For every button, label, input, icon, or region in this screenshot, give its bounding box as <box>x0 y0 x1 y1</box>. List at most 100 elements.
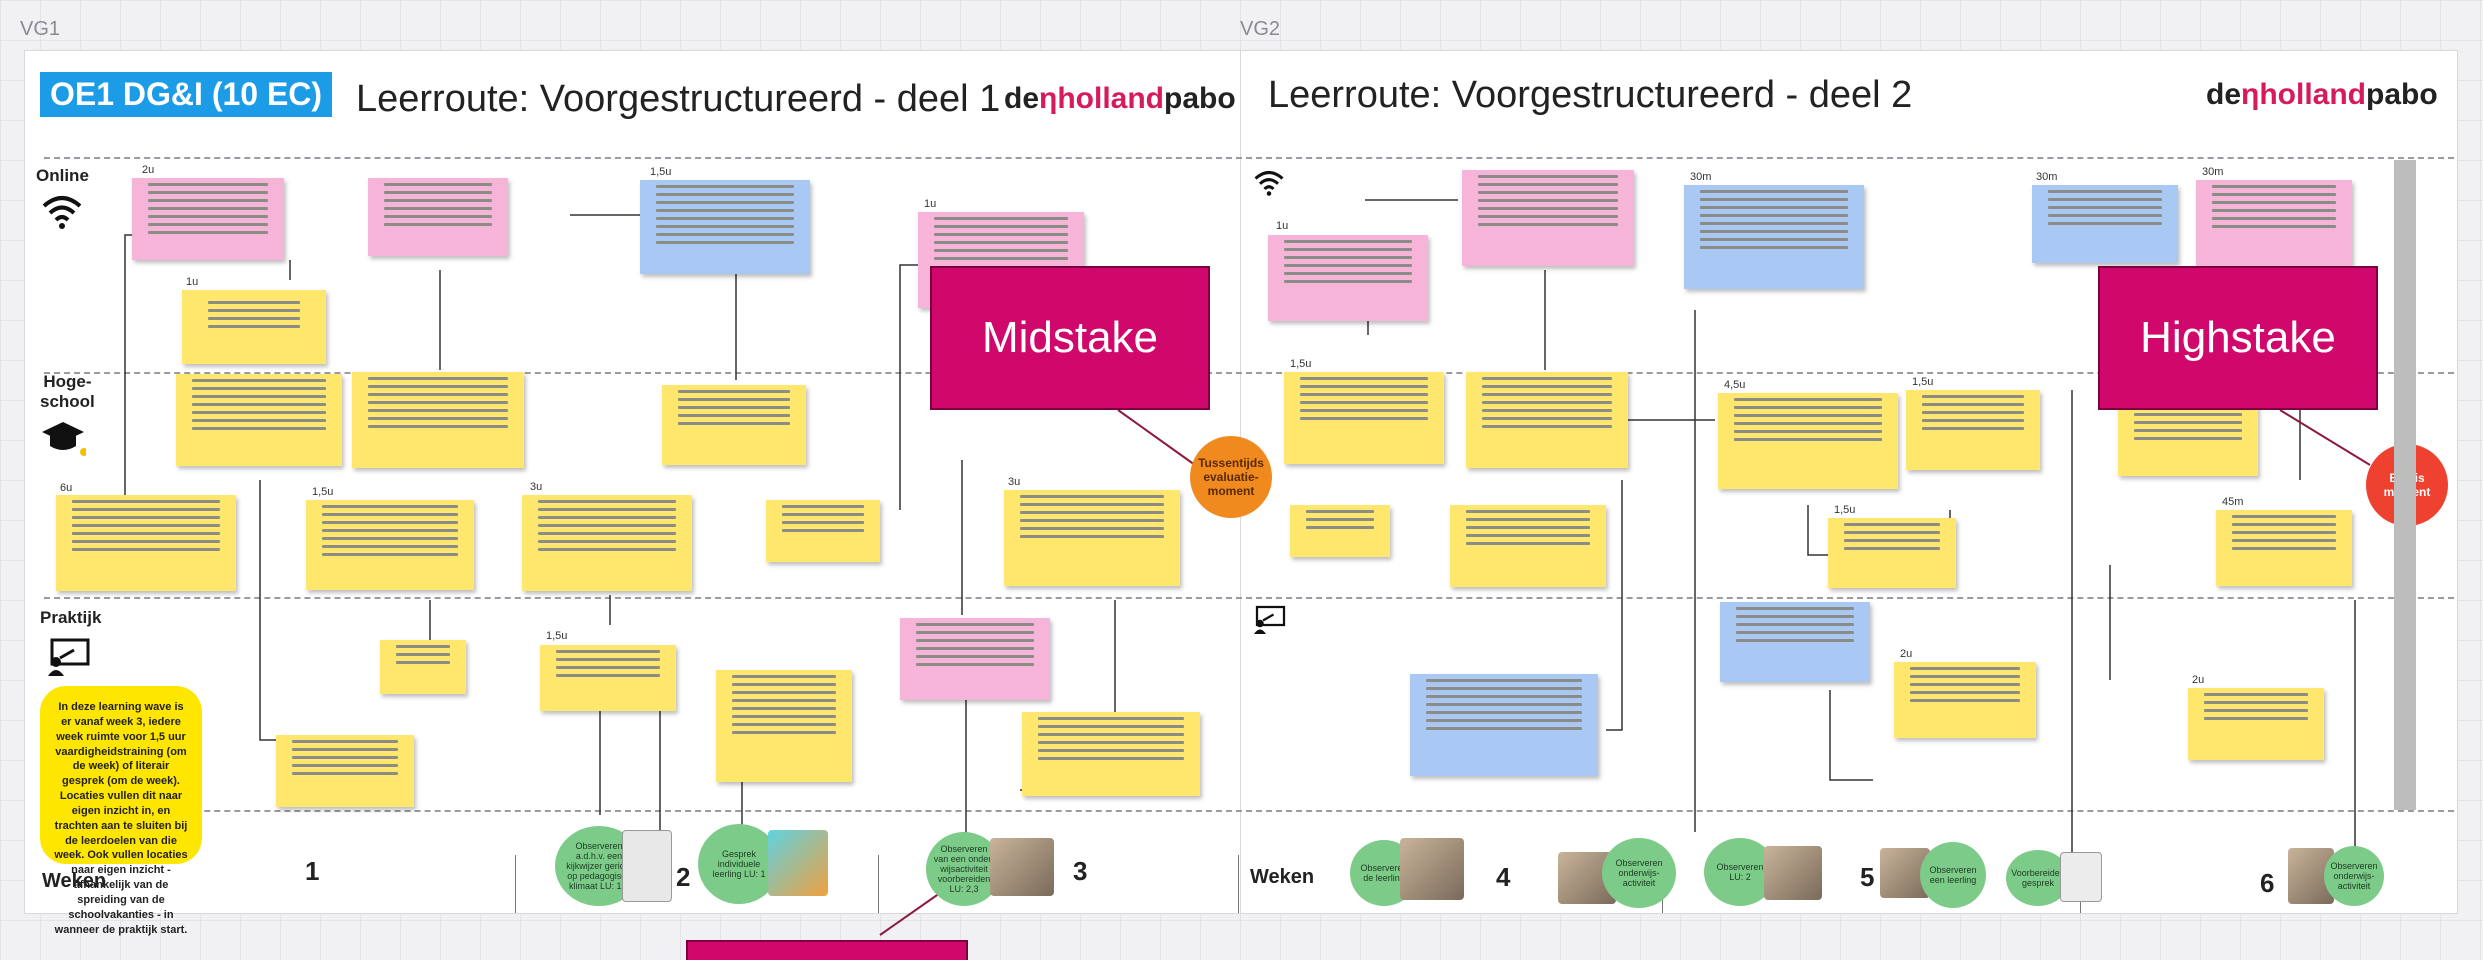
info-note-learning-wave[interactable]: In deze learning wave is er vanaf week 3… <box>40 686 202 936</box>
week-separator <box>515 855 516 913</box>
duration-label: 30m <box>1690 171 1712 183</box>
highstake-banner[interactable]: Highstake <box>2098 266 2378 410</box>
activity-photo <box>768 830 828 896</box>
week-separator <box>1238 855 1239 913</box>
sticky-note[interactable] <box>56 495 236 591</box>
duration-label: 45m <box>2222 496 2244 508</box>
duration-label: 3u <box>1008 476 1021 488</box>
duration-label: 30m <box>2036 171 2058 183</box>
frame-label-vg1: VG1 <box>20 18 61 40</box>
duration-label: 1u <box>1276 220 1289 232</box>
activity-photo <box>1400 838 1464 900</box>
page-title-deel-2: Leerroute: Voorgestructureerd - deel 2 <box>1268 74 1913 116</box>
sticky-note[interactable] <box>1410 674 1598 776</box>
scrollbar[interactable] <box>2394 160 2416 810</box>
wifi-icon <box>40 192 84 236</box>
sticky-note[interactable] <box>1828 518 1956 588</box>
stake-banner-partial <box>686 940 968 960</box>
course-tag: OE1 DG&I (10 EC) <box>40 72 333 117</box>
sticky-note[interactable] <box>352 372 524 468</box>
row-label-praktijk: Praktijk <box>40 608 102 627</box>
sticky-note[interactable] <box>380 640 466 694</box>
sticky-note[interactable] <box>1466 372 1628 468</box>
sticky-note[interactable] <box>2118 400 2258 476</box>
logo-inholland-pabo-1: deηhollandpabo <box>1004 82 1236 115</box>
sticky-note[interactable] <box>1906 390 2040 470</box>
graduation-cap-icon <box>40 418 88 467</box>
sticky-note[interactable] <box>132 178 284 260</box>
activity-photo <box>990 838 1054 896</box>
lane-separator-online <box>44 157 2454 159</box>
sticky-note[interactable] <box>368 178 508 256</box>
lane-separator-praktijk <box>44 597 2454 599</box>
row-label-online: Online <box>36 166 89 185</box>
presenter-board-icon-deel-2 <box>1250 604 1288 639</box>
duration-label: 1,5u <box>1834 504 1856 516</box>
sticky-note[interactable] <box>1004 490 1180 586</box>
wifi-icon-deel-2 <box>1252 168 1286 198</box>
duration-label: 3u <box>530 481 543 493</box>
duration-label: 1,5u <box>1912 376 1934 388</box>
sticky-note[interactable] <box>1718 393 1898 489</box>
duration-label: 4,5u <box>1724 379 1746 391</box>
duration-label: 2u <box>142 164 155 176</box>
sticky-note[interactable] <box>2032 185 2178 263</box>
week-number-2: 2 <box>676 862 691 892</box>
sticky-note[interactable] <box>2196 180 2352 266</box>
week-number-4: 4 <box>1496 862 1511 892</box>
week-number-1: 1 <box>305 856 320 886</box>
sticky-note[interactable] <box>2188 688 2324 760</box>
duration-label: 1,5u <box>1290 358 1312 370</box>
sticky-note[interactable] <box>540 645 676 711</box>
week-number-5: 5 <box>1860 862 1875 892</box>
activity-bubble[interactable]: Observeren een leerling <box>1920 842 1986 908</box>
sticky-note[interactable] <box>2216 510 2352 586</box>
week-separator <box>878 855 879 913</box>
sticky-note[interactable] <box>1462 170 1634 266</box>
page-title-deel-1: Leerroute: Voorgestructureerd - deel 1 <box>356 78 1001 120</box>
duration-label: 2u <box>2192 674 2205 686</box>
sticky-note[interactable] <box>1450 505 1606 587</box>
duration-label: 1,5u <box>546 630 568 642</box>
activity-photo <box>1764 846 1822 900</box>
activity-bubble[interactable]: Observeren van een onder-wijsactiviteit … <box>926 832 1002 906</box>
sticky-note[interactable] <box>1022 712 1200 796</box>
sticky-note[interactable] <box>306 500 474 590</box>
row-label-hogeschool: Hoge- school <box>40 372 95 411</box>
activity-bubble[interactable]: Observeren onderwijs-activiteit <box>2324 846 2384 906</box>
sticky-note[interactable] <box>182 290 326 364</box>
duration-label: 2u <box>1900 648 1913 660</box>
sticky-note[interactable] <box>900 618 1050 700</box>
week-number-3: 3 <box>1073 856 1088 886</box>
sticky-note[interactable] <box>1684 185 1864 289</box>
sticky-note[interactable] <box>1720 602 1870 682</box>
logo-inholland-pabo-2: deηhollandpabo <box>2206 78 2438 111</box>
sticky-note[interactable] <box>276 735 414 807</box>
sticky-note[interactable] <box>716 670 852 782</box>
lane-separator-hogeschool <box>44 372 2454 374</box>
activity-bubble[interactable]: Gesprek individuele leerling LU: 1 <box>698 824 780 904</box>
duration-label: 1,5u <box>650 166 672 178</box>
frame-label-vg2: VG2 <box>1240 18 1281 40</box>
duration-label: 30m <box>2202 166 2224 178</box>
sticky-note[interactable] <box>522 495 692 591</box>
activity-bubble[interactable]: Observeren onderwijs-activiteit <box>1602 838 1676 908</box>
duration-label: 1u <box>186 276 199 288</box>
activity-photo <box>622 830 672 902</box>
activity-bubble[interactable]: Voorbereiden gesprek <box>2006 850 2070 906</box>
midstake-banner[interactable]: Midstake <box>930 266 1210 410</box>
duration-label: 1,5u <box>312 486 334 498</box>
activity-photo <box>2060 852 2102 902</box>
row-label-weken-deel-2: Weken <box>1250 866 1315 888</box>
tussentijds-evaluatiemoment[interactable]: Tussentijds evaluatie-moment <box>1190 436 1272 518</box>
sticky-note[interactable] <box>1290 505 1390 557</box>
sticky-note[interactable] <box>1894 662 2036 738</box>
sticky-note[interactable] <box>766 500 880 562</box>
presenter-board-icon <box>44 636 92 681</box>
sticky-note[interactable] <box>640 180 810 274</box>
sticky-note[interactable] <box>176 374 342 466</box>
sticky-note[interactable] <box>1284 372 1444 464</box>
sticky-note[interactable] <box>1268 235 1428 321</box>
sticky-note[interactable] <box>662 385 806 465</box>
week-number-6: 6 <box>2260 868 2275 898</box>
